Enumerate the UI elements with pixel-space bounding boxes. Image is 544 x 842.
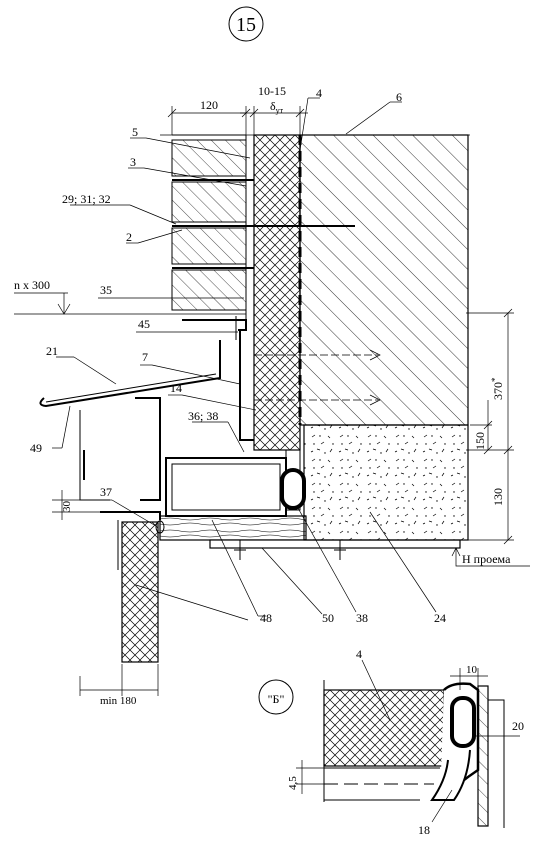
dim-30: 30 (61, 501, 73, 513)
callout-24: 24 (434, 611, 446, 625)
callout-35: 35 (100, 283, 112, 297)
top-dimensions: 120 10-15 δут (167, 84, 308, 135)
callouts: 4 6 5 3 29; 31; 32 2 35 45 21 7 14 49 36… (30, 86, 446, 625)
detail-dim-10: 10 (466, 664, 478, 676)
detail-b-title: "Б" (268, 692, 285, 706)
callout-5: 5 (132, 125, 138, 139)
callout-50: 50 (322, 611, 334, 625)
level-n300-label: n x 300 (14, 278, 50, 292)
callout-29-31-32: 29; 31; 32 (62, 192, 111, 206)
insulation-layer (253, 134, 302, 451)
callout-6: 6 (396, 90, 402, 104)
callout-21: 21 (46, 344, 58, 358)
detail-callout-20: 20 (512, 719, 524, 733)
callout-2: 2 (126, 230, 132, 244)
detail-callout-4: 4 (356, 647, 362, 661)
dim-150: 150 (473, 432, 487, 450)
callout-38: 38 (356, 611, 368, 625)
callout-49: 49 (30, 441, 42, 455)
dim-min180: min 180 (79, 664, 159, 707)
detail-b-circle (258, 679, 294, 715)
detail-b: "Б" 10 4,5 4 20 18 (258, 647, 524, 837)
right-dimensions: 370* 150 130 Н проема (451, 308, 530, 567)
opening-level-label: Н проема (462, 552, 511, 566)
callout-36-38: 36; 38 (188, 409, 218, 423)
callout-45: 45 (138, 317, 150, 331)
lower-wall (117, 520, 159, 663)
brick-cladding (160, 134, 470, 320)
dim-min180-label: min 180 (100, 695, 137, 707)
detail-callout-18: 18 (418, 823, 430, 837)
lintel-assembly (39, 316, 461, 560)
callout-48: 48 (260, 611, 272, 625)
dim-10-15: 10-15 (258, 84, 286, 98)
dim-120: 120 (200, 98, 218, 112)
detail-dim-45: 4,5 (287, 776, 299, 790)
callout-14: 14 (170, 381, 182, 395)
callout-3: 3 (130, 155, 136, 169)
dim-370: 370* (490, 377, 505, 400)
sheet-number-badge: 15 (228, 6, 264, 42)
callout-7: 7 (142, 350, 148, 364)
level-marker-n300: n x 300 (14, 278, 246, 315)
dim-delta: δут (270, 99, 284, 115)
dim-130: 130 (491, 488, 505, 506)
callout-37: 37 (100, 485, 112, 499)
lower-block (303, 424, 469, 541)
concrete-wall (299, 134, 469, 426)
detail-insulation (323, 689, 445, 767)
sheet-number: 15 (236, 14, 256, 36)
callout-4: 4 (316, 86, 322, 100)
